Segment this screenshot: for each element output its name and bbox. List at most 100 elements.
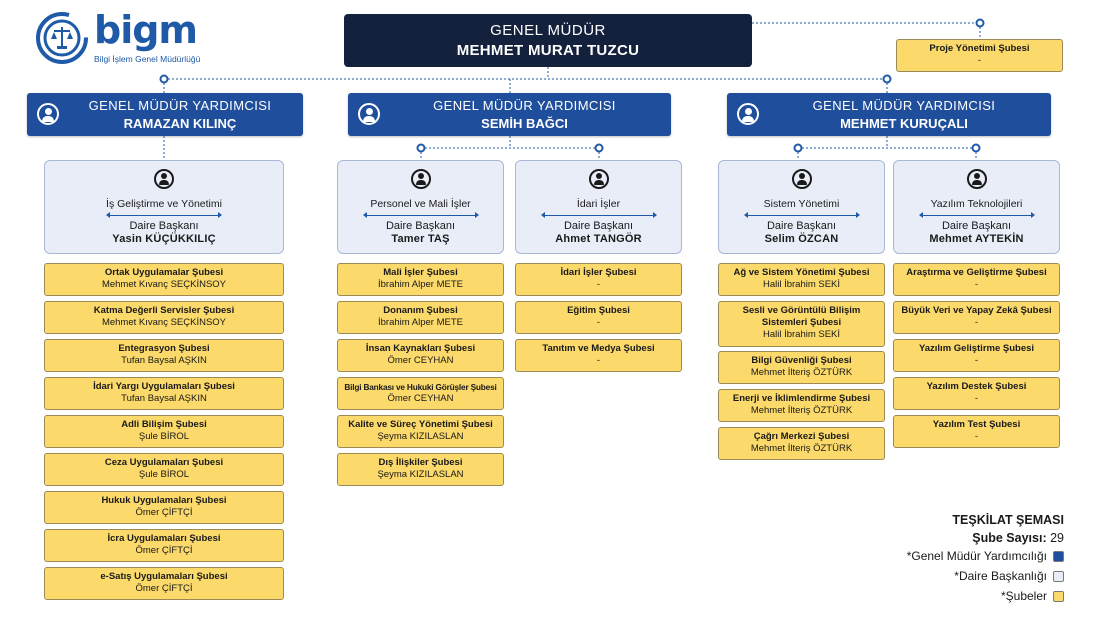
branch-head: - bbox=[977, 55, 982, 66]
branch-box[interactable]: Yazılım Geliştirme Şubesi- bbox=[893, 339, 1060, 372]
branch-name: Büyük Veri ve Yapay Zekâ Şubesi bbox=[901, 305, 1052, 316]
branch-head: - bbox=[596, 317, 601, 328]
branch-name: Çağrı Merkezi Şubesi bbox=[753, 431, 850, 442]
branch-name: e-Satış Uygulamaları Şubesi bbox=[100, 571, 228, 582]
general-director-role: GENEL MÜDÜR bbox=[490, 22, 606, 39]
department-box-is-gelistirme[interactable]: İş Geliştirme ve Yönetimi Daire Başkanı … bbox=[44, 160, 284, 254]
branch-head: Mehmet İlteriş ÖZTÜRK bbox=[750, 405, 853, 416]
department-title: Daire Başkanı bbox=[129, 220, 199, 232]
justice-scale-icon bbox=[36, 12, 88, 64]
person-icon bbox=[588, 169, 609, 189]
branch-name: Yazılım Destek Şubesi bbox=[926, 381, 1027, 392]
branch-box[interactable]: Araştırma ve Geliştirme Şubesi- bbox=[893, 263, 1060, 296]
branch-name: Ağ ve Sistem Yönetimi Şubesi bbox=[733, 267, 870, 278]
assistant-director-box-1[interactable]: GENEL MÜDÜR YARDIMCISI RAMAZAN KILINÇ bbox=[27, 93, 303, 136]
branch-name: Sesli ve Görüntülü Bilişim Sistemleri Şu… bbox=[742, 305, 861, 328]
branch-head: Ömer CEYHAN bbox=[387, 355, 454, 366]
branch-head: Şeyma KIZILASLAN bbox=[377, 431, 464, 442]
branch-name: Ortak Uygulamalar Şubesi bbox=[104, 267, 224, 278]
person-icon bbox=[37, 103, 59, 125]
branch-box[interactable]: Büyük Veri ve Yapay Zekâ Şubesi- bbox=[893, 301, 1060, 334]
department-name: İş Geliştirme ve Yönetimi bbox=[106, 198, 222, 210]
branch-box[interactable]: İdari İşler Şubesi- bbox=[515, 263, 682, 296]
branch-head: - bbox=[974, 431, 979, 442]
branch-head: Tufan Baysal AŞKIN bbox=[121, 393, 207, 404]
branch-head: - bbox=[974, 355, 979, 366]
branch-name: İdari İşler Şubesi bbox=[560, 267, 637, 278]
general-director-box[interactable]: GENEL MÜDÜR MEHMET MURAT TUZCU bbox=[344, 14, 752, 67]
branch-head: - bbox=[974, 317, 979, 328]
branch-head: Ömer ÇİFTÇİ bbox=[135, 545, 193, 556]
logo-subtitle: Bilgi İşlem Genel Müdürlüğü bbox=[94, 54, 201, 64]
branch-head: Mehmet İlteriş ÖZTÜRK bbox=[750, 367, 853, 378]
department-box-yazilim[interactable]: Yazılım Teknolojileri Daire Başkanı Mehm… bbox=[893, 160, 1060, 254]
branch-count-label: Şube Sayısı: bbox=[972, 531, 1047, 545]
department-head: Yasin KÜÇÜKKILIÇ bbox=[112, 233, 216, 245]
double-arrow-icon bbox=[106, 212, 222, 218]
branch-name: Kalite ve Süreç Yönetimi Şubesi bbox=[348, 419, 493, 430]
double-arrow-icon bbox=[743, 212, 860, 218]
person-icon bbox=[791, 169, 812, 189]
branch-box[interactable]: Eğitim Şubesi- bbox=[515, 301, 682, 334]
legend-item-branch: *Şubeler bbox=[1001, 589, 1064, 603]
branch-name: Eğitim Şubesi bbox=[567, 305, 630, 316]
person-icon bbox=[966, 169, 987, 189]
branch-name: İdari Yargı Uygulamaları Şubesi bbox=[93, 381, 235, 392]
department-name: Personel ve Mali İşler bbox=[370, 198, 471, 210]
branch-head: Şule BİROL bbox=[138, 469, 190, 480]
branch-head: Halil İbrahim SEKİ bbox=[762, 279, 841, 290]
branch-head: Ömer ÇİFTÇİ bbox=[135, 583, 193, 594]
branch-name: Bilgi Güvenliği Şubesi bbox=[751, 355, 852, 366]
branch-head: Mehmet İlteriş ÖZTÜRK bbox=[750, 443, 853, 454]
department-box-personel[interactable]: Personel ve Mali İşler Daire Başkanı Tam… bbox=[337, 160, 504, 254]
department-box-sistem[interactable]: Sistem Yönetimi Daire Başkanı Selim ÖZCA… bbox=[718, 160, 885, 254]
department-title: Daire Başkanı bbox=[563, 220, 634, 232]
branch-name: Adli Bilişim Şubesi bbox=[121, 419, 207, 430]
branch-name: Ceza Uygulamaları Şubesi bbox=[104, 457, 224, 468]
branch-box[interactable]: Sesli ve Görüntülü Bilişim Sistemleri Şu… bbox=[718, 301, 885, 347]
legend-item-department: *Daire Başkanlığı bbox=[954, 569, 1064, 583]
branch-head: Halil İbrahim SEKİ bbox=[762, 329, 841, 340]
branch-head: İbrahim Alper METE bbox=[378, 317, 463, 328]
branch-head: Mehmet Kıvanç SEÇKİNSOY bbox=[101, 279, 227, 290]
department-box-idari[interactable]: İdari İşler Daire Başkanı Ahmet TANGÖR bbox=[515, 160, 682, 254]
branch-name: Hukuk Uygulamaları Şubesi bbox=[101, 495, 227, 506]
branch-box[interactable]: Yazılım Test Şubesi- bbox=[893, 415, 1060, 448]
branch-name: Katma Değerli Servisler Şubesi bbox=[93, 305, 235, 316]
assistant-name: MEHMET KURUÇALI bbox=[840, 116, 968, 131]
branch-head: - bbox=[974, 393, 979, 404]
legend-swatch bbox=[1053, 590, 1064, 602]
branch-box[interactable]: Tanıtım ve Medya Şubesi- bbox=[515, 339, 682, 372]
assistant-director-box-2[interactable]: GENEL MÜDÜR YARDIMCISI SEMİH BAĞCI bbox=[348, 93, 671, 136]
branch-name: İnsan Kaynakları Şubesi bbox=[365, 343, 476, 354]
department-head: Mehmet AYTEKİN bbox=[929, 233, 1024, 245]
legend-label: *Genel Müdür Yardımcılığı bbox=[906, 549, 1047, 563]
project-management-branch[interactable]: Proje Yönetimi Şubesi - bbox=[896, 39, 1063, 72]
branch-name: Proje Yönetimi Şubesi bbox=[929, 43, 1030, 54]
department-head: Tamer TAŞ bbox=[391, 233, 450, 245]
branch-count: Şube Sayısı: 29 bbox=[972, 531, 1064, 545]
branch-name: Araştırma ve Geliştirme Şubesi bbox=[906, 267, 1047, 278]
assistant-director-box-3[interactable]: GENEL MÜDÜR YARDIMCISI MEHMET KURUÇALI bbox=[727, 93, 1051, 136]
branch-box[interactable]: Yazılım Destek Şubesi- bbox=[893, 377, 1060, 410]
department-name: Yazılım Teknolojileri bbox=[930, 198, 1023, 210]
